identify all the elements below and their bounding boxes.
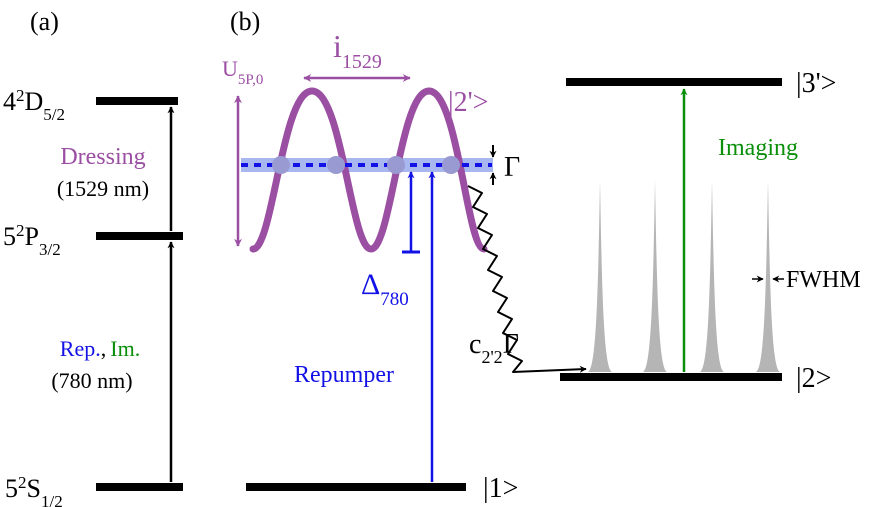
level-label-5s12: 52S1/2 xyxy=(5,473,63,507)
probe-wavelength: (780 nm) xyxy=(51,368,132,393)
spectral-peak xyxy=(700,180,724,372)
probe-label: Rep.,Im. xyxy=(60,336,140,361)
i-1529-label: i1529 xyxy=(333,28,382,73)
detuning-label: Δ780 xyxy=(361,268,409,310)
u-5p0-label: U5P,0 xyxy=(222,56,263,88)
spectral-peak xyxy=(756,180,780,372)
state-2prime-label: |2'> xyxy=(448,87,488,118)
lattice-site-dot xyxy=(272,156,290,174)
state-2-label: |2> xyxy=(796,363,831,394)
dressed-state-band xyxy=(241,158,493,172)
panel-a-label: (a) xyxy=(30,7,59,36)
dressing-label: Dressing xyxy=(60,144,145,170)
lattice-site-dot xyxy=(387,156,405,174)
lattice-potential-curve xyxy=(249,87,488,253)
state-3prime-label: |3'> xyxy=(796,68,836,99)
decay-rate-label: c2'2Γ xyxy=(469,329,519,367)
imaging-label: Imaging xyxy=(718,135,798,161)
state-1-label: |1> xyxy=(483,473,518,504)
spectral-peak xyxy=(643,180,667,372)
panel-b-label: (b) xyxy=(230,7,260,36)
level-label-5p32: 52P3/2 xyxy=(3,221,61,259)
lattice-site-dot xyxy=(327,156,345,174)
level-label-4d52: 42D5/2 xyxy=(3,86,65,124)
fwhm-label: FWHM xyxy=(786,267,861,293)
spectral-peak xyxy=(588,180,612,372)
repumper-label: Repumper xyxy=(294,362,394,388)
lattice-site-dot xyxy=(442,156,460,174)
dressing-wavelength: (1529 nm) xyxy=(57,176,149,201)
gamma-label: Γ xyxy=(504,152,520,183)
decay-wavy-arrow xyxy=(467,185,587,373)
